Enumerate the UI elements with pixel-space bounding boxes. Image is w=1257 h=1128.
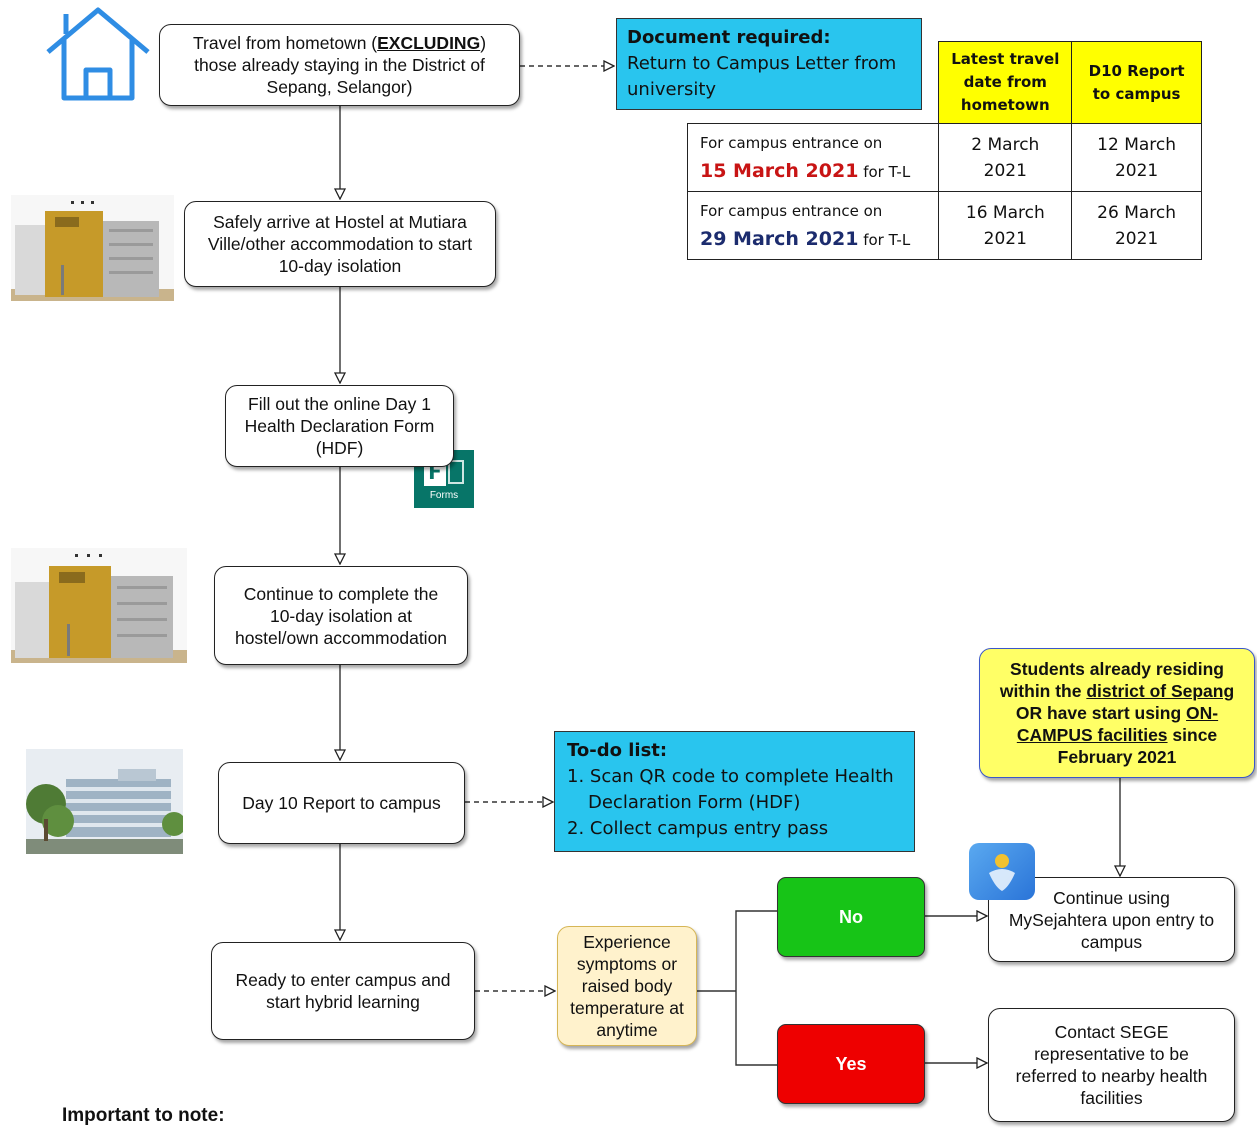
campus-photo xyxy=(26,749,183,854)
day10-text: Day 10 Report to campus xyxy=(242,793,441,813)
symptoms-text-line5: anytime xyxy=(596,1020,658,1040)
important-note-heading: Important to note: xyxy=(62,1105,225,1126)
residing-text-line3: OR have start using xyxy=(1015,703,1187,723)
contact-text-line1: Contact SEGE xyxy=(1054,1022,1169,1042)
mysejahtera-icon xyxy=(969,843,1035,900)
yes-label: Yes xyxy=(835,1053,867,1074)
residing-text-line2: within the xyxy=(999,681,1087,701)
symptoms-text-line4: temperature at xyxy=(570,998,684,1018)
symptoms-text-line3: raised body xyxy=(581,976,673,996)
hostel-photo xyxy=(11,548,187,663)
step-arrive-hostel: Safely arrive at Hostel at Mutiara Ville… xyxy=(184,201,496,287)
document-required-line1: Return to Campus Letter from xyxy=(627,53,897,74)
decision-no: No xyxy=(777,877,925,957)
hostel-photo xyxy=(11,195,174,301)
house-icon xyxy=(46,7,150,101)
residing-text-line3-underline: ON- xyxy=(1186,703,1219,723)
continue-text-line3: hostel/own accommodation xyxy=(234,627,448,648)
ready-text-line2: start hybrid learning xyxy=(266,992,420,1012)
residing-text-line4-underline: CAMPUS facilities xyxy=(1016,725,1168,745)
step-continue-isolation: Continue to complete the 10-day isolatio… xyxy=(214,566,468,665)
document-required-line2: university xyxy=(627,79,717,100)
todo-item-2: 2. Collect campus entry pass xyxy=(567,818,829,839)
note-students-residing: Students already residing within the dis… xyxy=(979,648,1255,778)
mysejahtera-text-line2: MySejahtera upon entry to xyxy=(1008,909,1215,930)
travel-text-line3: Sepang, Selangor) xyxy=(266,77,413,97)
table-row: For campus entrance on 29 March 2021 for… xyxy=(686,191,1202,260)
decision-symptoms: Experience symptoms or raised body tempe… xyxy=(557,926,697,1046)
travel-text-emphasis: EXCLUDING xyxy=(377,33,481,53)
step-continue-mysejahtera: Continue using MySejahtera upon entry to… xyxy=(988,877,1235,962)
no-label: No xyxy=(839,906,863,927)
todo-item-1: 1. Scan QR code to complete Health xyxy=(567,766,894,787)
step-day10-report: Day 10 Report to campus xyxy=(218,762,465,844)
contact-text-line3: referred to nearby health xyxy=(1015,1066,1208,1086)
travel-text-line1: Travel from hometown ( xyxy=(192,33,378,53)
document-required-box: Document required: Return to Campus Lett… xyxy=(616,18,922,110)
row-label: For campus entrance on 15 March 2021 for… xyxy=(686,123,940,192)
arrive-text-line2: Ville/other accommodation to start xyxy=(207,234,473,254)
continue-text-line1: Continue to complete the xyxy=(243,583,439,604)
table-row: For campus entrance on 15 March 2021 for… xyxy=(686,123,1202,192)
fill-text-line3: (HDF) xyxy=(315,438,364,458)
step-ready-to-enter: Ready to enter campus and start hybrid l… xyxy=(211,942,475,1040)
continue-text-line2: 10-day isolation at xyxy=(269,605,413,626)
forms-icon-label: Forms xyxy=(429,490,459,501)
fill-text-line1: Fill out the online Day 1 xyxy=(248,394,431,414)
decision-yes: Yes xyxy=(777,1024,925,1104)
row-label: For campus entrance on 29 March 2021 for… xyxy=(686,191,940,260)
todo-list-box: To-do list: 1. Scan QR code to complete … xyxy=(554,731,915,852)
symptoms-text-line1: Experience xyxy=(583,932,671,952)
step-contact-sege: Contact SEGE representative to be referr… xyxy=(988,1008,1235,1122)
residing-text-line5: February 2021 xyxy=(1057,747,1177,767)
branch-split xyxy=(735,910,777,1066)
contact-text-line4: facilities xyxy=(1080,1088,1143,1108)
document-required-header: Document required: xyxy=(627,27,831,48)
residing-text-line1: Students already residing xyxy=(1010,659,1224,679)
arrive-text-line3: 10-day isolation xyxy=(278,256,402,276)
mysejahtera-text-line1: Continue using xyxy=(1053,887,1170,908)
fill-text-line2: Health Declaration Form xyxy=(244,416,435,436)
contact-text-line2: representative to be xyxy=(1034,1044,1189,1064)
travel-text-line2: those already staying in the District of xyxy=(194,55,485,75)
residing-text-line4: since xyxy=(1167,725,1218,745)
residing-text-line2-underline: district of Sepang xyxy=(1086,681,1235,701)
arrive-text-line1: Safely arrive at Hostel at Mutiara xyxy=(213,212,467,232)
ready-text-line1: Ready to enter campus and xyxy=(235,970,451,990)
todo-item-1-cont: Declaration Form (HDF) xyxy=(588,792,801,813)
step-travel-from-hometown: Travel from hometown (EXCLUDING) those a… xyxy=(159,24,520,106)
step-fill-hdf: Fill out the online Day 1 Health Declara… xyxy=(225,385,454,467)
mysejahtera-text-line3: campus xyxy=(1080,931,1143,952)
todo-list-header: To-do list: xyxy=(567,740,668,761)
symptoms-text-line2: symptoms or xyxy=(576,954,678,974)
